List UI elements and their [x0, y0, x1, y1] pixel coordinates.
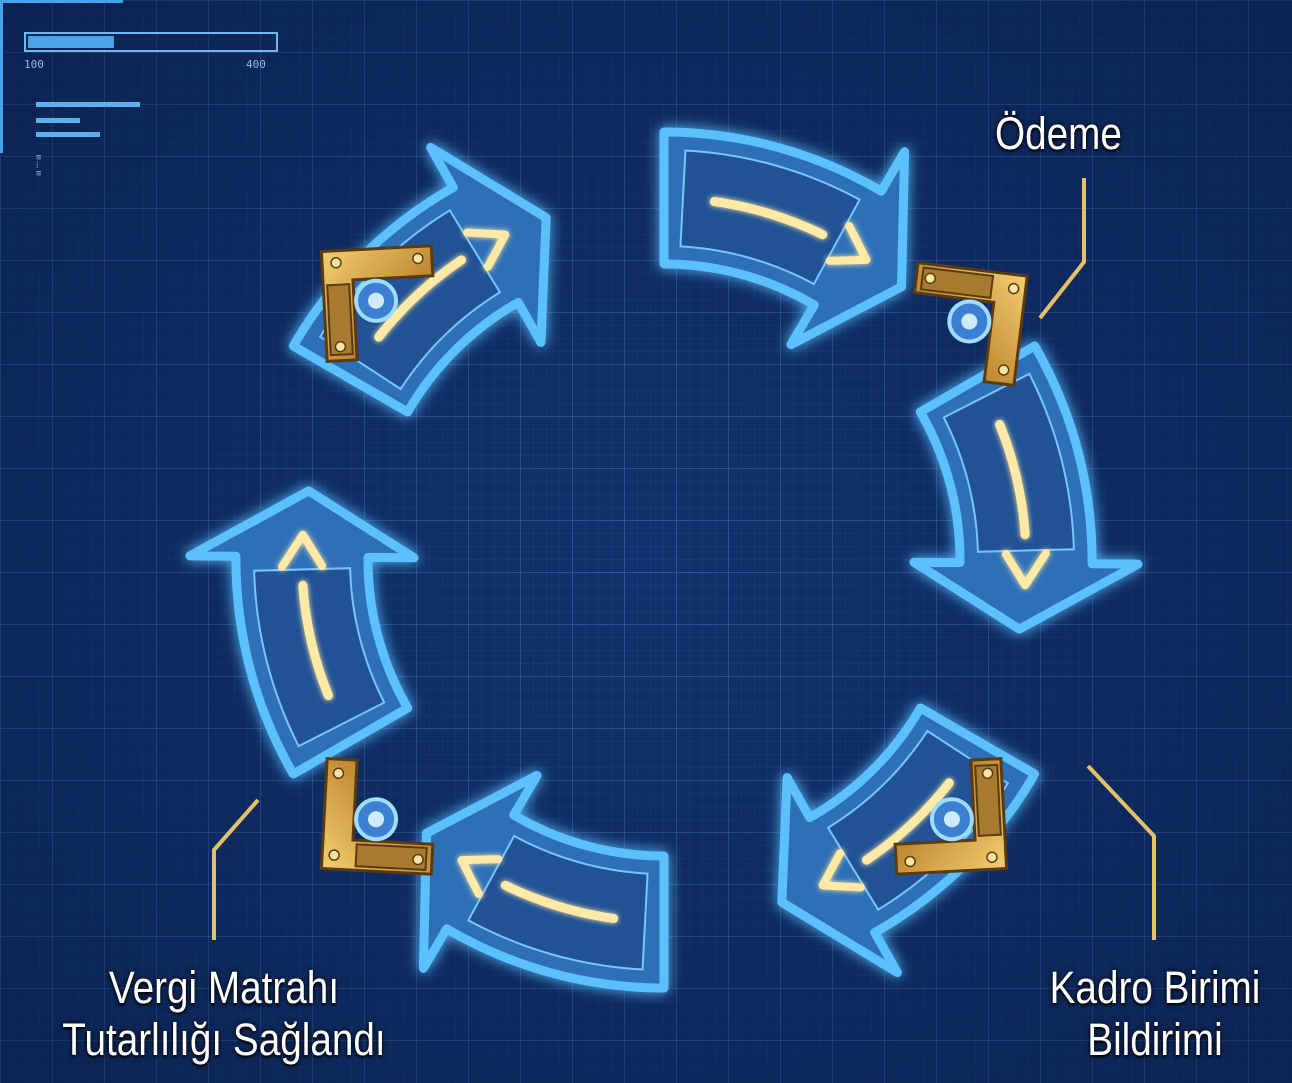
bolt	[329, 850, 340, 861]
bolt	[982, 768, 993, 779]
bolt	[925, 273, 936, 284]
step-label-line: Vergi Matrahı	[35, 962, 413, 1014]
bolt	[413, 854, 424, 865]
cycle-arrow	[190, 491, 414, 774]
step-label-vergi-matrahi: Vergi Matrahı Tutarlılığı Sağlandı	[35, 962, 413, 1066]
bolt	[1008, 283, 1019, 294]
step-label-line: Ödeme	[995, 108, 1122, 160]
step-label-odeme: Ödeme	[995, 108, 1122, 160]
cycle-arrow	[914, 346, 1138, 629]
bolt	[335, 341, 346, 352]
bolt	[987, 852, 998, 863]
step-label-line: Kadro Birimi	[1030, 962, 1279, 1014]
leader-line	[1088, 766, 1154, 940]
gold-connector	[905, 263, 1028, 386]
gold-connector	[321, 759, 437, 875]
bolt	[905, 856, 916, 867]
bolt	[998, 364, 1009, 375]
cycle-arrow	[664, 132, 905, 345]
bolt	[331, 258, 342, 269]
step-label-line: Bildirimi	[1030, 1014, 1279, 1066]
cycle-arrow	[423, 775, 664, 988]
step-label-line: Tutarlılığı Sağlandı	[35, 1014, 413, 1066]
leader-line	[1040, 178, 1084, 318]
leader-line	[214, 800, 258, 940]
step-label-kadro-birimi: Kadro Birimi Bildirimi	[1030, 962, 1279, 1066]
bolt	[333, 768, 344, 779]
bolt	[413, 253, 424, 264]
